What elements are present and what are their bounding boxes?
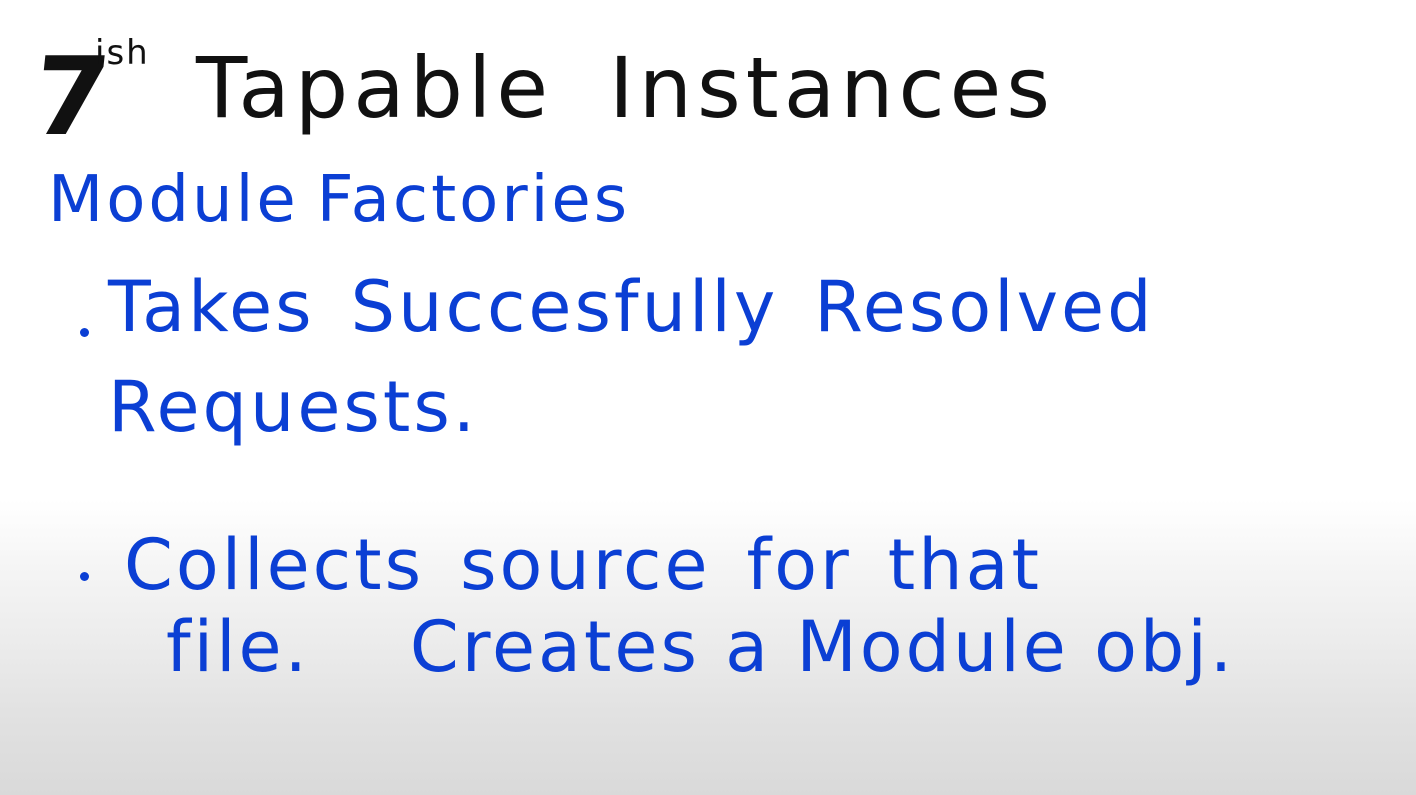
bullet-2-word-that: that — [887, 524, 1042, 606]
title-word-instances: Instances — [609, 39, 1056, 137]
bullet-2-phrase-creates-module: Creates a Module obj. — [409, 606, 1236, 688]
title-superscript: ish — [95, 33, 150, 73]
bullet-dot-1 — [80, 328, 89, 337]
bullet-2-word-for: for — [746, 524, 852, 606]
subtitle-word-module: Module — [48, 163, 299, 237]
bullet-1-word-takes: Takes — [108, 266, 315, 348]
bullet-2-word-file: file. — [166, 606, 310, 688]
bullet-1-line-2: Requests. — [108, 366, 479, 448]
bullet-1-word-resolved: Resolved — [814, 266, 1155, 348]
bullet-2-word-collects: Collects — [124, 524, 425, 606]
title-word-tapable: Tapable — [196, 39, 554, 137]
bullet-1-word-succesfully: Succesfully — [350, 266, 779, 348]
bullet-dot-2 — [80, 572, 89, 581]
subtitle-word-factories: Factories — [316, 163, 631, 237]
bullet-2-line-2: file.Creates a Module obj. — [166, 612, 1235, 682]
bullet-2-word-source: source — [460, 524, 711, 606]
